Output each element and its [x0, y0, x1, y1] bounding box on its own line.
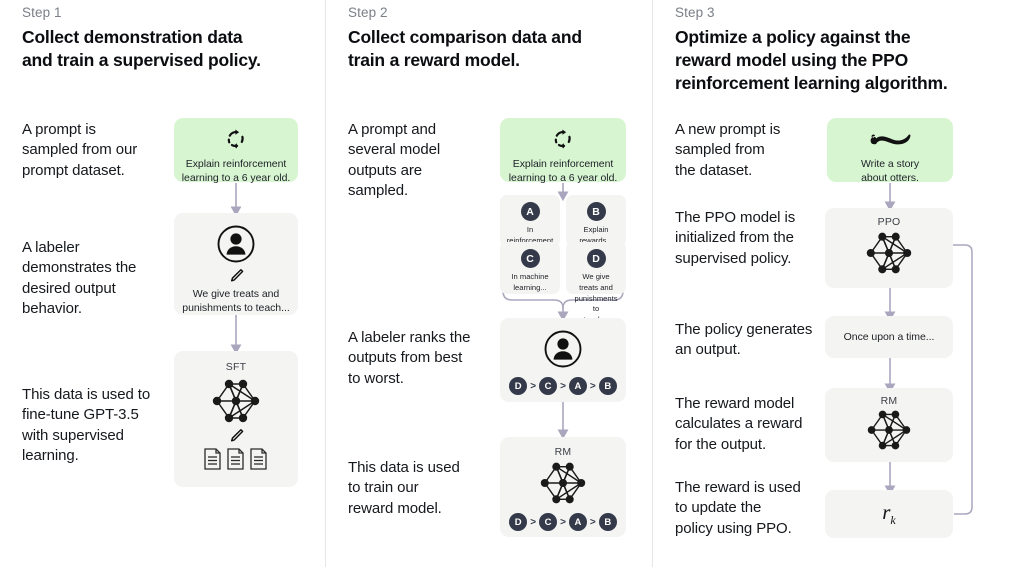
ppo-card-title: PPO	[877, 216, 901, 228]
ranker-card: D > C > A > B	[500, 318, 626, 402]
column-step-1: Step 1 Collect demonstration data and tr…	[0, 0, 325, 567]
rank-separator: >	[530, 516, 537, 528]
caption-ppo-init: The PPO model is initialized from the su…	[675, 209, 796, 267]
prompt-card-step3: Write a story about otters.	[827, 118, 953, 184]
caption-policy-output: The policy generates an output.	[675, 321, 813, 359]
rm-card-title: RM	[554, 446, 572, 458]
person-icon	[500, 329, 626, 369]
rank-separator: >	[530, 380, 537, 392]
neural-network-icon	[174, 377, 298, 425]
output-badge: D	[586, 249, 606, 268]
caption-prompt-outputs: A prompt and several model outputs are s…	[348, 121, 441, 200]
step-title: Optimize a policy against the reward mod…	[675, 27, 948, 94]
labeler-card: We give treats and punishments to teach.…	[174, 213, 298, 315]
step-title: Collect comparison data and train a rewa…	[348, 27, 582, 71]
rank-badge: A	[568, 513, 587, 531]
output-card-a: A In reinforcement learning, the agent i…	[500, 195, 560, 266]
prompt-card-text: Write a story about otters.	[860, 158, 920, 185]
pencil-icon	[174, 267, 298, 284]
reward-symbol-subscript: k	[890, 513, 896, 528]
neural-network-icon	[500, 460, 626, 506]
output-card-b: B Explain rewards...	[566, 195, 626, 247]
step-label: Step 1	[22, 5, 62, 20]
sft-card-title: SFT	[225, 361, 247, 373]
caption-reward-update: The reward is used to update the policy …	[675, 479, 801, 537]
column-step-3: Step 3 Optimize a policy against the rew…	[653, 0, 1024, 567]
reward-symbol-base: r	[882, 499, 891, 524]
caption-new-prompt: A new prompt is sampled from the dataset…	[675, 121, 781, 179]
ranking-row: D > C > A > B	[500, 513, 626, 531]
person-icon	[174, 224, 298, 264]
reward-value-card: rk	[825, 490, 953, 538]
rank-badge: B	[598, 513, 617, 531]
output-card-d: D We give treats and punishments to teac…	[566, 242, 626, 324]
policy-output-card: Once upon a time...	[825, 316, 953, 358]
prompt-card-step1: Explain reinforcement learning to a 6 ye…	[174, 118, 298, 184]
rank-badge: C	[539, 377, 558, 395]
caption-reward-calc: The reward model calculates a reward for…	[675, 395, 803, 453]
otter-icon	[827, 129, 953, 149]
policy-output-text: Once upon a time...	[843, 330, 935, 343]
column-divider-2	[652, 0, 653, 567]
ranking-row: D > C > A > B	[500, 377, 626, 395]
caption-prompt-sampled: A prompt is sampled from our prompt data…	[22, 121, 138, 179]
rank-badge: C	[539, 513, 558, 531]
pencil-icon	[174, 427, 298, 444]
refresh-cycle-icon	[500, 128, 626, 150]
labeler-card-text: We give treats and punishments to teach.…	[182, 288, 290, 315]
caption-labeler-ranks: A labeler ranks the outputs from best to…	[348, 329, 471, 387]
prompt-card-text: Explain reinforcement learning to a 6 ye…	[181, 158, 291, 185]
output-text: In machine learning...	[511, 272, 549, 292]
rank-badge: D	[509, 377, 528, 395]
ppo-model-card: PPO	[825, 208, 953, 288]
neural-network-icon	[825, 230, 953, 276]
rank-separator: >	[560, 516, 566, 528]
rank-badge: D	[509, 513, 528, 531]
rank-badge: B	[598, 377, 617, 395]
step-label: Step 2	[348, 5, 388, 20]
step-title: Collect demonstration data and train a s…	[22, 27, 261, 71]
reward-model-card: RM	[500, 437, 626, 537]
prompt-card-step2: Explain reinforcement learning to a 6 ye…	[500, 118, 626, 184]
column-divider-1	[325, 0, 326, 567]
output-badge: A	[520, 202, 540, 221]
rank-separator: >	[589, 516, 596, 528]
rank-separator: >	[589, 380, 596, 392]
reward-symbol: rk	[882, 500, 896, 528]
refresh-cycle-icon	[174, 128, 298, 150]
prompt-card-text: Explain reinforcement learning to a 6 ye…	[508, 158, 618, 185]
caption-train-rm: This data is used to train our reward mo…	[348, 459, 460, 517]
column-step-2: Step 2 Collect comparison data and train…	[326, 0, 652, 567]
output-badge: C	[520, 249, 540, 268]
rm-card-title: RM	[880, 395, 898, 407]
documents-icon	[174, 447, 298, 471]
output-card-c: C In machine learning...	[500, 242, 560, 294]
rank-badge: A	[568, 377, 587, 395]
rank-separator: >	[560, 380, 566, 392]
output-badge: B	[586, 202, 606, 221]
caption-labeler-demonstrates: A labeler demonstrates the desired outpu…	[22, 239, 137, 318]
caption-finetune: This data is used to fine-tune GPT-3.5 w…	[22, 386, 151, 465]
reward-model-card-step3: RM	[825, 388, 953, 462]
neural-network-icon	[825, 408, 953, 452]
output-text: Explain rewards...	[579, 225, 613, 245]
sft-model-card: SFT	[174, 351, 298, 487]
step-label: Step 3	[675, 5, 715, 20]
